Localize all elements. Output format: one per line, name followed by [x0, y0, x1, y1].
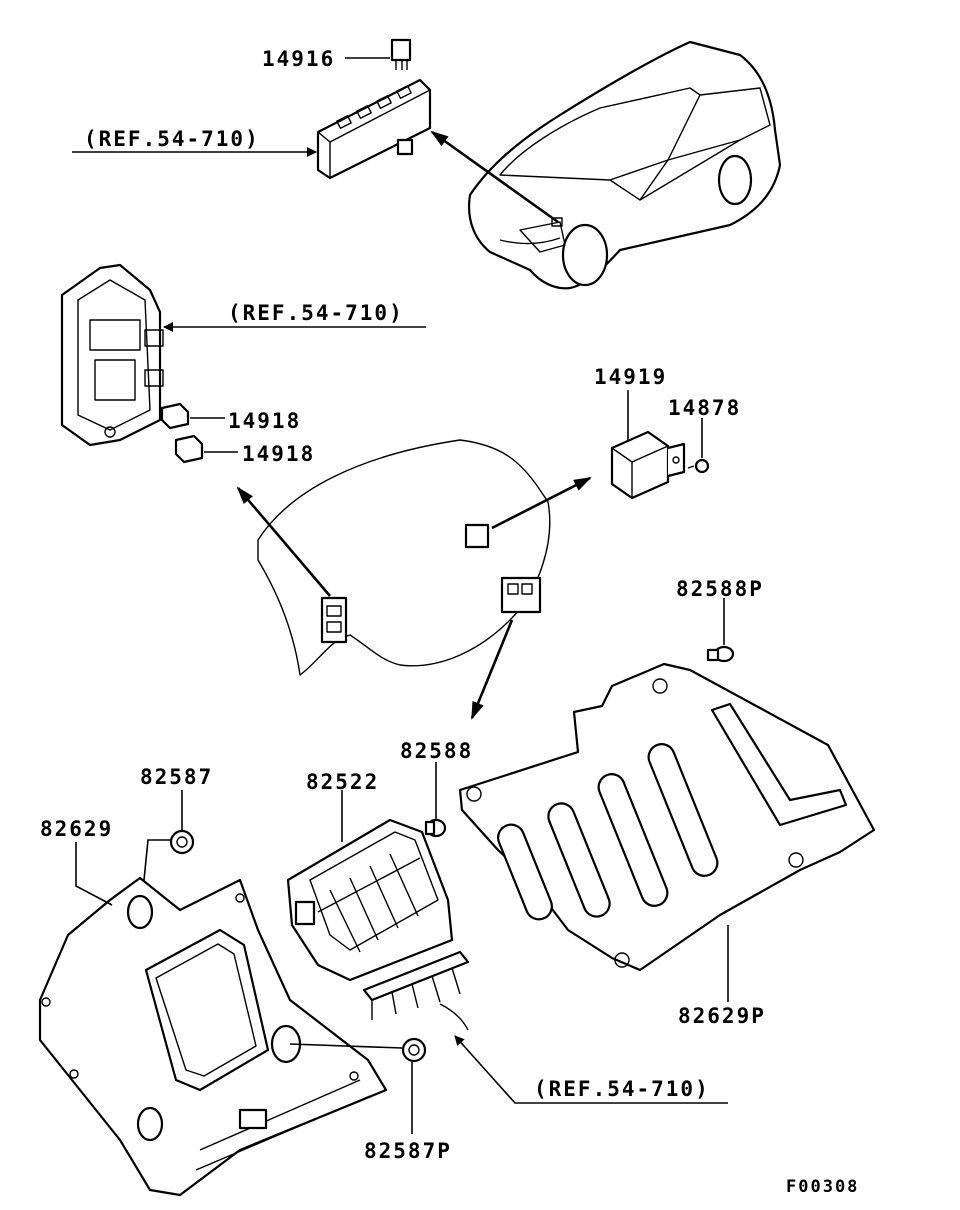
cover-plate-82629P — [458, 662, 876, 972]
label-14918-b: 14918 — [242, 442, 315, 466]
nut-82587P — [401, 1037, 427, 1063]
label-14919: 14919 — [594, 365, 667, 389]
bracket-82629 — [38, 876, 388, 1197]
leader-82629 — [75, 842, 113, 906]
leader-82587P-target — [289, 1043, 403, 1049]
relay-14919 — [610, 430, 686, 500]
label-82629: 82629 — [40, 817, 113, 841]
label-82588P: 82588P — [676, 577, 764, 601]
label-82629P: 82629P — [678, 1004, 766, 1028]
label-82588: 82588 — [400, 739, 473, 763]
clip-82588P — [706, 645, 735, 663]
relay-14916 — [390, 38, 412, 70]
arrow-to-junction-top — [430, 130, 559, 224]
arrow-to-bracket — [470, 619, 514, 720]
connector-strip — [362, 950, 470, 1031]
relay-14918-a — [160, 402, 190, 430]
label-14918-a: 14918 — [228, 409, 301, 433]
leader-ref-bottom — [454, 1035, 728, 1104]
bolt-14878 — [687, 458, 710, 474]
arrow-to-relay-14919 — [491, 476, 592, 530]
label-ref-bottom: (REF.54-710) — [534, 1077, 710, 1101]
label-14916: 14916 — [262, 47, 335, 71]
figure-code: F00308 — [786, 1177, 859, 1197]
clip-82588 — [424, 818, 447, 838]
label-82587: 82587 — [140, 765, 213, 789]
junction-box-top — [316, 78, 432, 180]
label-ref-top: (REF.54-710) — [84, 127, 260, 151]
nut-82587 — [169, 829, 195, 855]
relay-14918-b — [174, 434, 204, 464]
junction-box-left — [60, 263, 164, 447]
label-14878: 14878 — [668, 396, 741, 420]
vehicle-illustration — [468, 40, 782, 290]
arrow-to-junction-left — [236, 486, 331, 597]
label-82587P: 82587P — [364, 1139, 452, 1163]
connector-block-82522 — [286, 818, 454, 982]
instrument-panel-outline — [257, 439, 551, 676]
label-82522: 82522 — [306, 770, 379, 794]
label-ref-mid: (REF.54-710) — [228, 301, 404, 325]
